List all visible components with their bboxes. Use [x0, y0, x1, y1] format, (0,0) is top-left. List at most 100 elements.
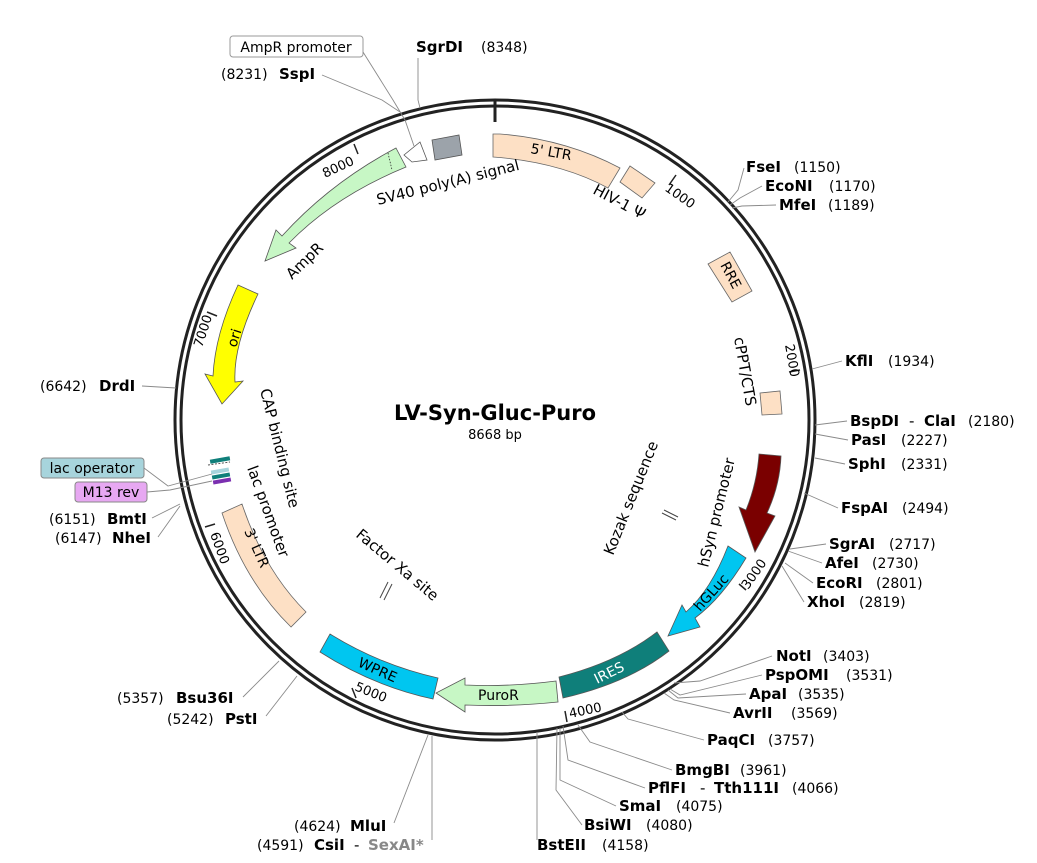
leader-noti	[673, 655, 773, 684]
feature-ires[interactable]	[558, 631, 670, 699]
site-fspai-name: FspAI	[841, 499, 888, 517]
plasmid-title: LV-Syn-Gluc-Puro	[394, 401, 596, 425]
site-sspi-pos: (8231)	[221, 67, 268, 83]
site-avrii-name: AvrII	[733, 704, 772, 722]
site-smai-name: SmaI	[619, 797, 661, 815]
feature-cppt-label: cPPT/CTS	[730, 336, 760, 408]
site-paqci-name: PaqCI	[707, 731, 755, 749]
site-econi-pos: (1170)	[829, 179, 876, 195]
site-pasi-name: PasI	[851, 431, 886, 449]
feature-wpre[interactable]	[319, 633, 439, 700]
site-avrii-pos: (3569)	[791, 706, 838, 722]
site-ecori[interactable]: EcoRI (2801)	[816, 574, 923, 592]
site-mlui[interactable]: (4624) MluI	[294, 817, 386, 835]
feature-lac-promoter[interactable]	[209, 456, 231, 464]
site-nhei-pos: (6147)	[55, 531, 102, 547]
site-bmti-name: BmtI	[107, 510, 147, 528]
feature-m13-rev[interactable]	[212, 477, 232, 485]
feature-3ltr[interactable]	[221, 503, 307, 628]
site-econi[interactable]: EcoNI (1170)	[765, 177, 876, 195]
site-pflfi-tth111i[interactable]: PflFI - Tth111I (4066)	[648, 779, 839, 797]
leader-sgrai	[789, 543, 827, 550]
site-bspdi-clai[interactable]: BspDI - ClaI (2180)	[850, 412, 1015, 430]
boxed-label-ampr-promoter[interactable]: AmpR promoter	[229, 35, 364, 58]
site-drdi[interactable]: (6642) DrdI	[40, 377, 135, 395]
leader-apai	[667, 689, 747, 699]
leader-bmgbi	[577, 724, 673, 771]
feature-ampr-promoter[interactable]	[403, 141, 428, 163]
tick-2000	[788, 369, 801, 373]
feature-factor-xa-label: Factor Xa site	[352, 525, 442, 604]
site-paqci[interactable]: PaqCI (3757)	[707, 731, 815, 749]
site-sspi[interactable]: (8231) SspI	[221, 65, 315, 83]
site-smai[interactable]: SmaI (4075)	[619, 797, 723, 815]
site-bspdi-name: BspDI	[850, 412, 899, 430]
feature-ampr[interactable]	[264, 147, 407, 262]
site-sgrai[interactable]: SgrAI (2717)	[829, 535, 936, 553]
feature-kozak-label: Kozak sequence	[600, 438, 662, 557]
feature-sv40[interactable]	[431, 134, 463, 161]
site-bmgbi-name: BmgBI	[675, 761, 730, 779]
feature-ori-label: ori	[225, 327, 246, 349]
feature-cppt[interactable]	[759, 390, 783, 416]
site-csii-sexai[interactable]: (4591) CsiI - SexAI*	[257, 836, 424, 854]
site-bsiwi[interactable]: BsiWI (4080)	[584, 816, 693, 834]
site-sgrai-name: SgrAI	[829, 535, 875, 553]
site-mfei[interactable]: MfeI (1189)	[779, 196, 875, 214]
feature-lac-operator-2[interactable]	[211, 472, 231, 480]
site-csii-sep: -	[354, 836, 359, 854]
site-bsteii[interactable]: BstEII (4158)	[537, 836, 649, 854]
site-bmti[interactable]: (6151) BmtI	[49, 510, 147, 528]
leader-smai	[559, 728, 617, 807]
lac-operator-text: lac operator	[50, 461, 135, 477]
boxed-label-m13-rev[interactable]: M13 rev	[74, 481, 148, 503]
site-xhoi-pos: (2819)	[859, 595, 906, 611]
feature-puror[interactable]	[435, 677, 559, 713]
site-noti[interactable]: NotI (3403)	[776, 647, 870, 665]
boxed-label-lac-operator[interactable]: lac operator	[40, 457, 145, 479]
site-bmgbi[interactable]: BmgBI (3961)	[675, 761, 787, 779]
feature-lac-operator[interactable]	[210, 467, 230, 475]
site-apai[interactable]: ApaI (3535)	[749, 685, 845, 703]
feature-rre[interactable]	[707, 251, 753, 303]
leader-psti	[265, 675, 298, 717]
site-pasi-pos: (2227)	[901, 433, 948, 449]
site-psti[interactable]: (5242) PstI	[167, 710, 257, 728]
plasmid-length: 8668 bp	[468, 428, 522, 443]
site-afei[interactable]: AfeI (2730)	[825, 554, 919, 572]
site-fsei[interactable]: FseI (1150)	[746, 158, 841, 176]
site-kfli-name: KflI	[845, 352, 873, 370]
site-bspdi-pos: (2180)	[968, 414, 1015, 430]
leader-fspai	[803, 492, 839, 509]
site-csii-pos: (4591)	[257, 838, 304, 854]
site-afei-pos: (2730)	[872, 556, 919, 572]
site-xhoi[interactable]: XhoI (2819)	[807, 593, 906, 611]
site-avrii[interactable]: AvrII (3569)	[733, 704, 838, 722]
site-kfli-pos: (1934)	[888, 354, 935, 370]
site-kfli[interactable]: KflI (1934)	[845, 352, 935, 370]
feature-factor-xa-mark-2	[383, 583, 393, 601]
site-sgrdi[interactable]: SgrDI (8348)	[416, 38, 528, 56]
feature-hsyn-promoter[interactable]	[738, 453, 782, 553]
site-pasi[interactable]: PasI (2227)	[851, 431, 948, 449]
site-tth111i-name: Tth111I	[714, 779, 779, 797]
site-bsu36i[interactable]: (5357) Bsu36I	[117, 689, 234, 707]
site-pspomi-name: PspOMI	[765, 666, 829, 684]
site-fspai[interactable]: FspAI (2494)	[841, 499, 949, 517]
site-clai-name: ClaI	[924, 412, 956, 430]
feature-hiv-psi[interactable]	[619, 165, 656, 199]
feature-5ltr[interactable]	[492, 133, 621, 189]
feature-ori[interactable]	[204, 284, 259, 405]
site-pspomi[interactable]: PspOMI (3531)	[765, 666, 893, 684]
ampr-promoter-text: AmpR promoter	[240, 40, 351, 56]
feature-factor-xa-mark-1	[379, 581, 389, 599]
site-bspdi-sep: -	[909, 412, 914, 430]
feature-kozak-mark-1	[661, 512, 677, 521]
site-ecori-pos: (2801)	[876, 576, 923, 592]
leader-bmti	[151, 503, 181, 519]
site-noti-pos: (3403)	[823, 649, 870, 665]
feature-5ltr-label: 5' LTR	[529, 141, 573, 164]
site-sphi[interactable]: SphI (2331)	[848, 455, 948, 473]
feature-hgluc[interactable]	[667, 545, 747, 637]
site-nhei[interactable]: (6147) NheI	[55, 529, 151, 547]
